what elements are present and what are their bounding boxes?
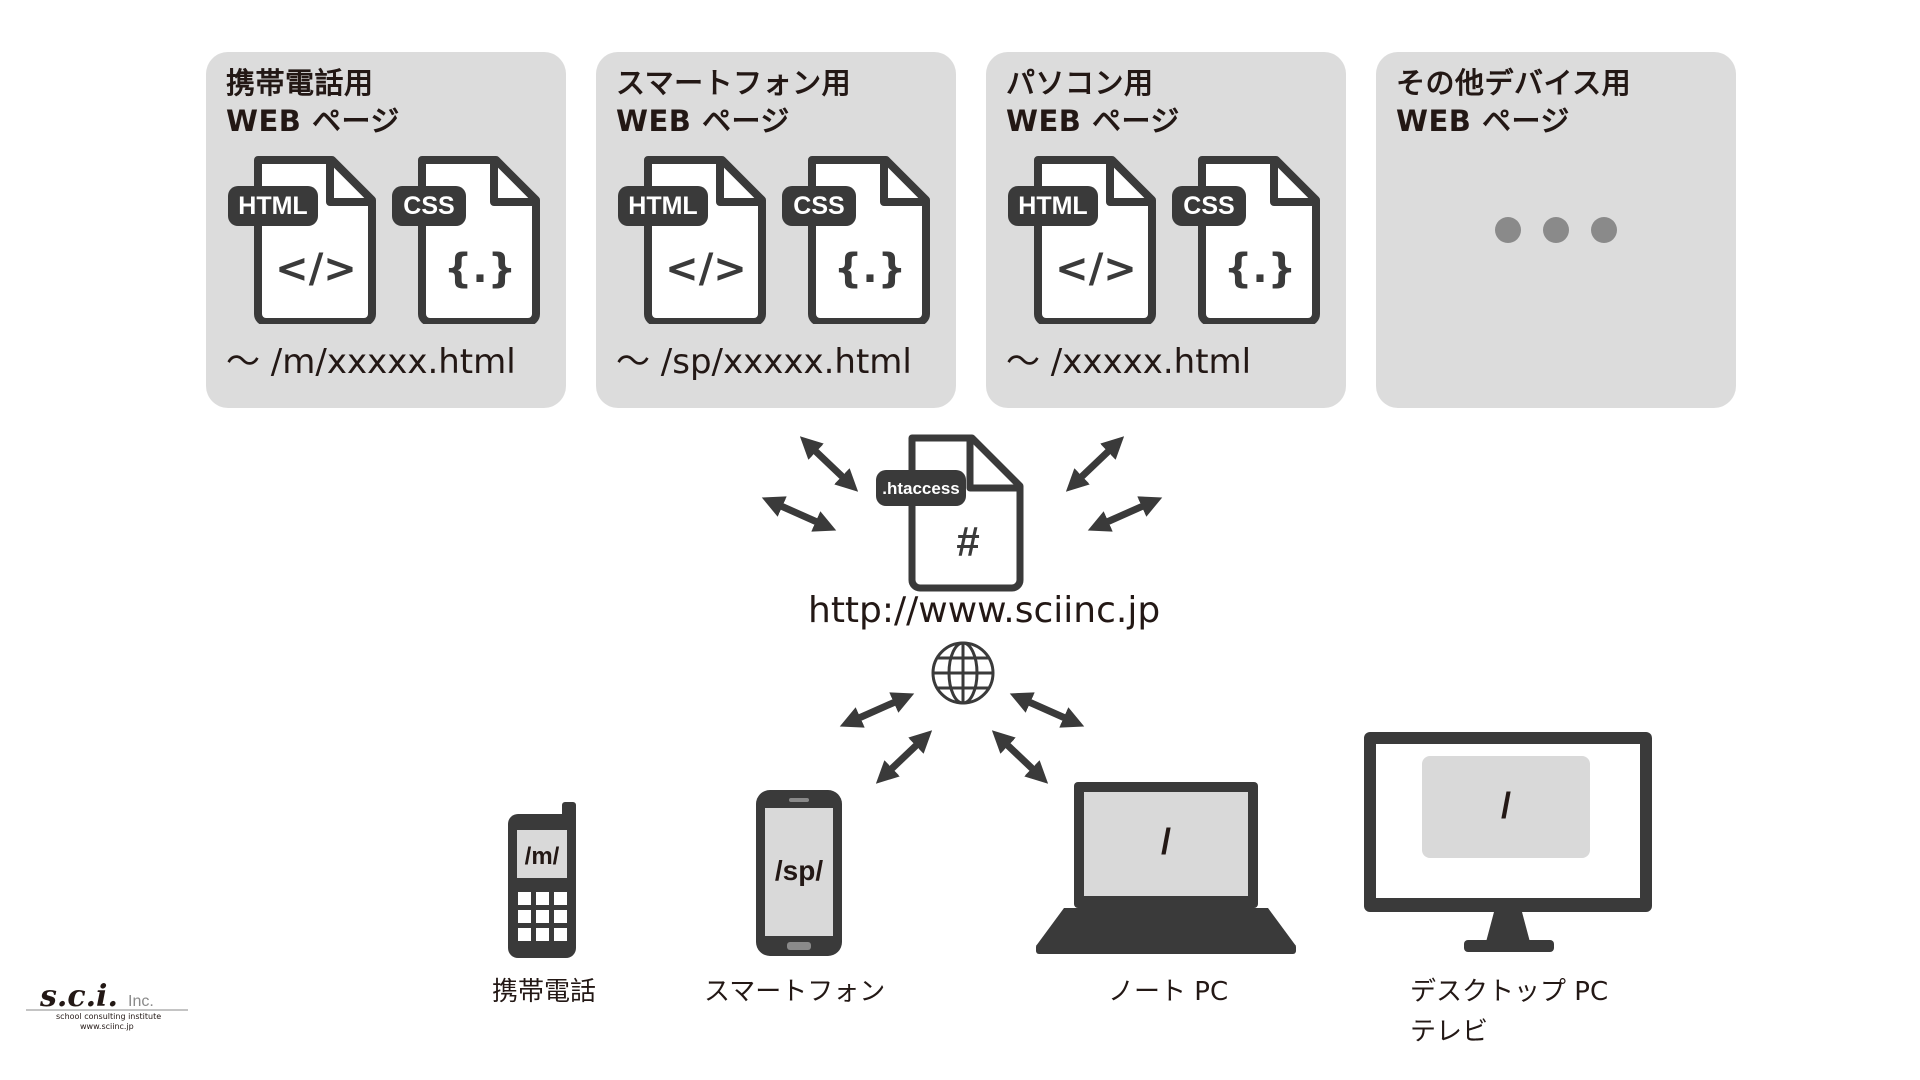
html-file-icon: HTML </>: [618, 156, 766, 324]
svg-text:#: #: [956, 518, 979, 565]
html-file-icon: HTML </>: [228, 156, 376, 324]
card-url: 〜 /xxxxx.html: [1006, 342, 1252, 382]
device-label-mobile: 携帯電話: [492, 977, 597, 1007]
svg-text:s.c.i.: s.c.i.: [39, 979, 118, 1014]
svg-text:/: /: [1161, 821, 1171, 862]
svg-text:/sp/: /sp/: [775, 855, 823, 886]
laptop-icon: /: [1036, 782, 1296, 954]
svg-text:{.}: {.}: [834, 246, 906, 292]
svg-text:{.}: {.}: [444, 246, 516, 292]
html-file-icon: HTML </>: [1008, 156, 1156, 324]
logo-tagline: school consulting institute: [56, 1012, 162, 1021]
page-card-other: その他デバイス用 WEB ページ: [1376, 52, 1736, 408]
arrow: [1009, 692, 1085, 728]
svg-text:CSS: CSS: [793, 192, 844, 220]
svg-text:Inc.: Inc.: [128, 993, 154, 1010]
svg-text:CSS: CSS: [1183, 192, 1234, 220]
logo-mark: s.c.i. Inc.: [26, 979, 188, 1014]
svg-text:HTML: HTML: [238, 192, 307, 220]
css-file-icon: CSS {.}: [782, 156, 930, 324]
svg-text:HTML: HTML: [1018, 192, 1087, 220]
desktop-monitor-icon: /: [1364, 732, 1652, 952]
svg-text:</>: </>: [665, 246, 747, 292]
css-file-icon: CSS {.}: [1172, 156, 1320, 324]
smartphone-icon: /sp/: [756, 790, 842, 956]
svg-text:</>: </>: [275, 246, 357, 292]
svg-text:HTML: HTML: [628, 192, 697, 220]
sci-logo: s.c.i. Inc. school consulting institute …: [24, 976, 194, 1036]
svg-text:.htaccess: .htaccess: [882, 479, 960, 498]
ellipsis-icon: [1495, 217, 1617, 243]
card-url: 〜 /sp/xxxxx.html: [616, 342, 912, 382]
svg-text:{.}: {.}: [1224, 246, 1296, 292]
device-label-desktop: デスクトップ PC テレビ: [1410, 977, 1609, 1047]
page-card-pc: パソコン用 WEB ページ HTML </> CSS {.} 〜 /xxxxx.…: [986, 52, 1346, 408]
card-title: スマートフォン用 WEB ページ: [616, 66, 852, 138]
css-file-icon: CSS {.}: [392, 156, 540, 324]
svg-text:/: /: [1501, 785, 1511, 826]
server-url: http://www.sciinc.jp: [808, 590, 1161, 631]
htaccess-file-icon: .htaccess #: [876, 434, 1024, 592]
card-title: パソコン用 WEB ページ: [1006, 66, 1180, 138]
card-title: その他デバイス用 WEB ページ: [1396, 66, 1632, 138]
logo-url: www.sciinc.jp: [80, 1022, 134, 1031]
arrow: [799, 436, 859, 492]
arrow: [875, 730, 933, 784]
svg-text:</>: </>: [1055, 246, 1137, 292]
arrow: [839, 692, 915, 728]
arrow: [761, 496, 837, 532]
globe-icon: [931, 641, 995, 705]
card-url: 〜 /m/xxxxx.html: [226, 342, 516, 382]
svg-text:/m/: /m/: [525, 843, 560, 870]
arrow: [991, 730, 1049, 784]
arrow: [1065, 436, 1125, 492]
device-label-laptop: ノート PC: [1108, 977, 1229, 1007]
feature-phone-icon: /m/: [508, 802, 576, 958]
svg-text:CSS: CSS: [403, 192, 454, 220]
card-title: 携帯電話用 WEB ページ: [226, 66, 400, 138]
arrow: [1087, 496, 1163, 532]
device-label-smartphone: スマートフォン: [704, 977, 886, 1007]
page-card-mobile: 携帯電話用 WEB ページ HTML </> CSS {.} 〜 /m/xxxx…: [206, 52, 566, 408]
page-card-smartphone: スマートフォン用 WEB ページ HTML </> CSS {.} 〜 /sp/…: [596, 52, 956, 408]
